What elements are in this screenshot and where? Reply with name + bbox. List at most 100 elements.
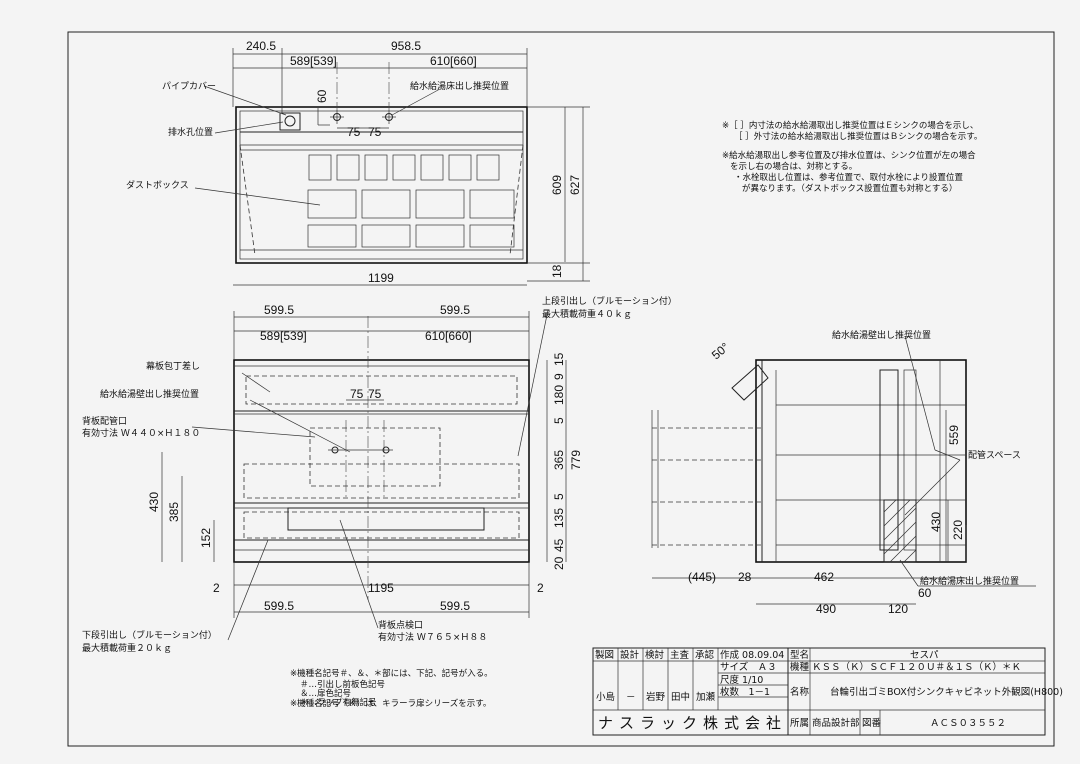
tb-meisho: 台輪引出ゴミBOX付シンクキャビネット外観図(H800) [830,686,1063,698]
tb-zuban: ＡＣＳ０３５５２ [930,718,1006,729]
note-bottom-5: ※機種名記号（Ｋ）は、キラーラ扉シリーズを示す。 [290,698,491,709]
notes-bottom: ※機種名記号＃、＆、＊部には、下記、記号が入る。 ＃…引出し前板色記号 ＆…扉色… [290,668,493,709]
note-bottom-2: ＃…引出し前板色記号 [300,679,385,690]
label-upper-drawer: 上段引出し（ブルモーション付） [542,295,677,307]
tb-h-kento: 検討 [645,649,665,661]
tb-company: ナスラック株式会社 [598,714,787,732]
tb-shozoku: 商品設計部 [812,717,860,729]
dim-462: 462 [814,570,834,584]
label-supply-wall-side: 給水給湯壁出し推奨位置 [832,329,931,341]
dim-599-a: 599.5 [264,303,294,317]
tb-kishu-h: 機種 [790,661,810,673]
label-pipe-cover: パイプカバー [162,81,216,92]
dim-75b: 75 [368,125,382,139]
note-line-3: ※給水給湯取出し参考位置及び排水位置は、シンク位置が左の場合 [722,150,976,161]
front-view-outline [233,359,530,563]
dim-20: 20 [552,556,566,570]
dim-589-front: 589[539] [260,329,307,343]
note-line-5: ・水栓取出し位置は、参考位置で、取付水栓により設置位置 [734,172,963,183]
dim-28: 28 [738,570,752,584]
dim-599-d: 599.5 [440,599,470,613]
tb-scale: 尺度 1/10 [720,674,763,686]
dim-75a: 75 [347,125,361,139]
label-dust-box: ダストボックス [126,179,189,191]
note-line-1: ※［ ］内寸法の給水給湯取出し推奨位置はＥシンクの場合を示し、 [722,120,978,131]
dim-5b: 5 [552,493,566,500]
dim-627: 627 [568,175,582,195]
dim-180: 180 [552,385,566,405]
tb-v-shonin: 加瀬 [696,691,716,703]
note-bottom-1: ※機種名記号＃、＆、＊部には、下記、記号が入る。 [290,668,493,679]
tb-kishu: ＫＳＳ（Ｋ）ＳＣＦ１２０Ｕ＃＆１Ｓ（Ｋ）＊Ｋ [812,661,1021,673]
tb-sheets: 枚数 1－1 [720,686,770,698]
dim-599-b: 599.5 [440,303,470,317]
dim-60: 60 [315,89,329,103]
label-back-pipe: 背板配管口 [82,415,127,427]
dim-445: (445) [688,570,716,584]
dim-60-side: 60 [918,586,932,600]
label-knife: 幕板包丁差し [146,360,200,372]
tb-shozoku-h: 所属 [790,718,809,729]
label-drain: 排水孔位置 [168,126,213,138]
dim-1195: 1195 [368,581,394,595]
label-inspection: 背板点検口 [378,619,423,631]
dim-430-side: 430 [929,512,943,532]
tb-size: サイズ Ａ３ [720,661,777,673]
pipe-cover [279,112,301,131]
drawing-frame [67,31,1055,747]
dim-50deg: 50° [709,340,732,363]
tb-h-shonin: 承認 [695,649,715,661]
dim-75b-front: 75 [368,387,382,401]
label-back-pipe-size: 有効寸法 Ｗ４４０×Ｈ１８０ [82,427,200,439]
label-lower-drawer: 下段引出し（ブルモーション付） [82,629,217,641]
label-supply-wall-front: 給水給湯壁出し推奨位置 [100,388,199,400]
dim-1199: 1199 [368,271,394,285]
dim-958: 958.5 [391,39,421,53]
note-line-4: を示し右の場合は、対称とする。 [730,161,857,172]
dim-779: 779 [569,450,583,470]
tb-sakusei: 作成 08.09.04 [720,649,784,661]
note-line-2: ［ ］外寸法の給水給湯取出し推奨位置はＢシンクの場合を示す。 [734,131,982,142]
tb-h-shusa: 主査 [670,649,690,661]
dim-2a: 2 [213,581,220,595]
dim-220: 220 [951,520,965,540]
dim-589: 589[539] [290,54,337,68]
tb-h-seizu: 製図 [595,649,614,661]
dim-559: 559 [947,425,961,445]
dim-599-c: 599.5 [264,599,294,613]
dim-45: 45 [552,538,566,552]
dim-490: 490 [816,602,836,616]
tb-katamei: セスパ [910,650,939,661]
label-upper-load: 最大積載荷重４０ｋｇ [542,308,632,320]
dim-18: 18 [550,264,564,278]
side-view: 50° 559 430 220 (445) 28 462 490 120 60 … [651,329,1036,616]
notes-top-right: ※［ ］内寸法の給水給湯取出し推奨位置はＥシンクの場合を示し、 ［ ］外寸法の給… [722,120,982,194]
tb-h-sekkei: 設計 [620,649,640,661]
dim-240: 240.5 [246,39,276,53]
label-inspection-size: 有効寸法 Ｗ７６５×Ｈ８８ [378,631,487,643]
dim-120: 120 [888,602,908,616]
top-view-outline [235,106,528,264]
dim-75a-front: 75 [350,387,364,401]
label-lower-load: 最大積載荷重２０ｋｇ [82,642,172,654]
tb-v-sekkei: － [626,692,636,703]
dim-5a: 5 [552,417,566,424]
top-view: 240.5 958.5 589[539] 610[660] 60 75 75 6… [126,39,590,286]
tb-v-seizu: 小島 [596,691,615,703]
tb-meisho-h: 名称 [790,686,810,698]
dim-610-front: 610[660] [425,329,472,343]
tb-v-shusa: 田中 [671,691,690,703]
note-bottom-4: ＊…ラップ有無記号 [300,697,377,708]
dim-15: 15 [552,352,566,366]
dim-365: 365 [552,450,566,470]
dim-430: 430 [147,492,161,512]
tb-zuban-h: 図番 [862,717,882,729]
dim-152: 152 [199,528,213,548]
title-block: 製図 設計 検討 主査 承認 小島 － 岩野 田中 加瀬 作成 08.09.04… [592,647,1063,736]
side-view-outline [755,359,967,563]
label-pipe-space: 配管スペース [968,449,1021,461]
tb-v-kento: 岩野 [646,691,666,703]
note-line-6: が異なります。（ダストボックス設置位置も対称とする） [742,183,957,194]
front-view: 599.5 599.5 589[539] 610[660] 75 75 15 1… [82,295,677,654]
